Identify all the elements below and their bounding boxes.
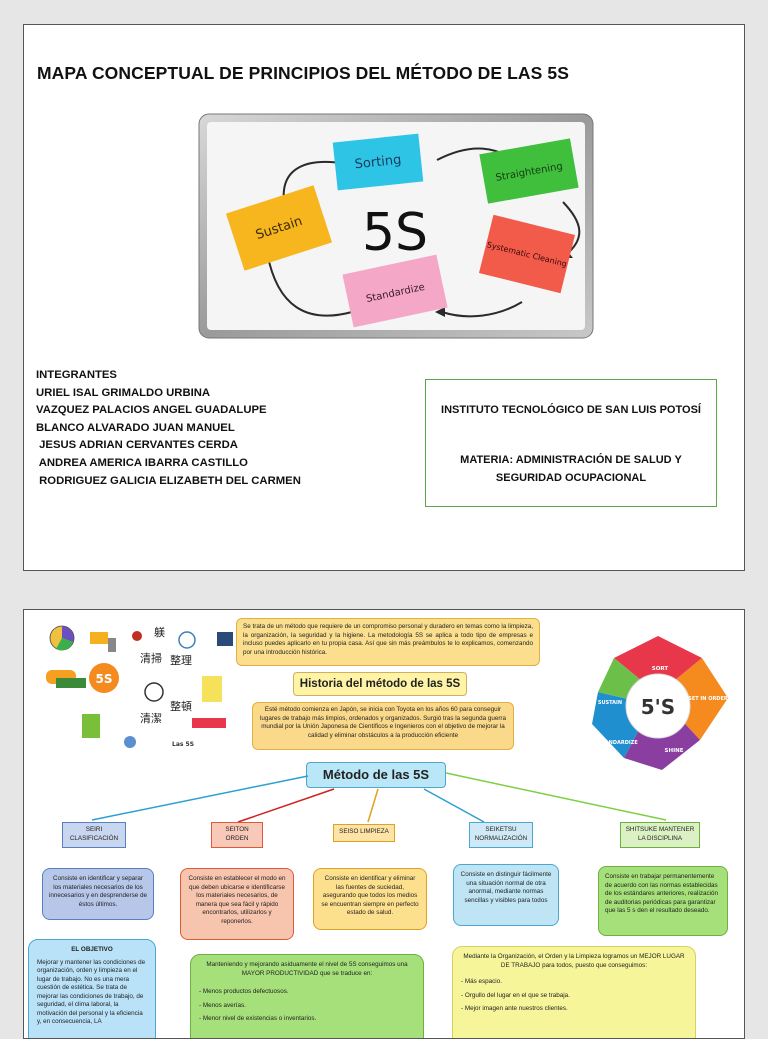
historia-text: Esté método comienza en Japón, se inicia…: [252, 702, 514, 750]
svg-text:整頓: 整頓: [170, 699, 192, 713]
page-title: MAPA CONCEPTUAL DE PRINCIPIOS DEL MÉTODO…: [37, 63, 570, 83]
svg-text:整理: 整理: [170, 653, 192, 667]
productividad-box: Manteniendo y mejorando asiduamente el n…: [190, 954, 424, 1038]
svg-text:5S: 5S: [96, 672, 113, 686]
institute-box: INSTITUTO TECNOLÓGICO DE SAN LUIS POTOSÍ…: [425, 379, 717, 507]
objetivo-box: EL OBJETIVO Mejorar y mantener las condi…: [28, 939, 156, 1038]
mejor-intro: Mediante la Organización, el Orden y la …: [463, 953, 685, 969]
member-name: URIEL ISAL GRIMALDO URBINA: [36, 386, 211, 399]
svg-text:STANDARDIZE: STANDARDIZE: [598, 740, 638, 746]
list-item: - Más espacio.: [461, 978, 502, 985]
svg-text:清掃: 清掃: [140, 651, 162, 665]
member-name: VAZQUEZ PALACIOS ANGEL GUADALUPE: [36, 404, 267, 417]
whiteboard-image: Sorting Straightening Systematic Cleanin…: [198, 113, 594, 339]
members-heading: INTEGRANTES: [36, 369, 117, 381]
members-list: INTEGRANTES URIEL ISAL GRIMALDO URBINA V…: [36, 367, 301, 490]
note-sustain: Sustain: [225, 185, 333, 271]
category-shitsuke: SHITSUKE MANTENER LA DISCIPLINA: [620, 822, 700, 848]
svg-text:5'S: 5'S: [641, 695, 675, 719]
note-systematic-cleaning: Systematic Cleaning: [478, 214, 576, 294]
desc-seiketsu: Consiste en distinguir fácilmente una si…: [453, 864, 559, 926]
list-item: - Orgullo del lugar en el que se trabaja…: [461, 991, 570, 999]
member-name: ANDREA AMERICA IBARRA CASTILLO: [36, 456, 248, 469]
slide-concept-map: 5S 清掃 躾 整理 整頓 清潔 Las 5S Se trata de un m…: [23, 609, 745, 1039]
desc-seiso: Consiste en identificar y eliminar las f…: [313, 868, 427, 930]
svg-text:Las 5S: Las 5S: [172, 741, 194, 748]
svg-text:SET IN ORDER: SET IN ORDER: [688, 696, 728, 702]
5s-wheel-image: 5'S SORT SET IN ORDER SHINE STANDARDIZE …: [592, 636, 728, 770]
desc-seiton: Consiste en establecer el modo en que de…: [180, 868, 294, 940]
note-standardize: Standardize: [342, 254, 448, 328]
member-name: BLANCO ALVARADO JUAN MANUEL: [36, 421, 235, 434]
objetivo-text: Mejorar y mantener las condiciones de or…: [37, 958, 146, 1026]
productividad-intro: Manteniendo y mejorando asiduamente el n…: [206, 961, 408, 977]
category-seiso: SEISO LIMPIEZA: [333, 824, 395, 842]
svg-text:SUSTAIN: SUSTAIN: [598, 700, 622, 706]
note-sorting: Sorting: [332, 133, 424, 191]
category-seiketsu: SEIKETSU NORMALIZACIÓN: [469, 822, 533, 848]
desc-seiri: Consiste en identificar y separar los ma…: [42, 868, 154, 920]
institute-name: INSTITUTO TECNOLÓGICO DE SAN LUIS POTOSÍ: [441, 404, 701, 416]
list-item: - Menos productos defectuosos.: [199, 988, 289, 995]
list-item: - Menos averías.: [199, 1001, 246, 1009]
whiteboard-5s: 5S: [362, 203, 428, 263]
note-straightening: Straightening: [479, 138, 579, 204]
category-seiri: SEIRI CLASIFICACIÓN: [62, 822, 126, 848]
slide-cover: MAPA CONCEPTUAL DE PRINCIPIOS DEL MÉTODO…: [23, 24, 745, 571]
svg-text:SHINE: SHINE: [665, 748, 684, 754]
svg-text:躾: 躾: [154, 625, 165, 639]
svg-text:Sorting: Sorting: [354, 153, 402, 173]
list-item: - Menor nivel de existencias o inventari…: [199, 1015, 317, 1022]
subject-line-1: MATERIA: ADMINISTRACIÓN DE SALUD Y: [460, 454, 682, 466]
metodo-title: Método de las 5S: [306, 762, 446, 788]
svg-text:清潔: 清潔: [140, 711, 162, 725]
svg-text:SORT: SORT: [652, 666, 669, 672]
category-seiton: SEITON ORDEN: [211, 822, 263, 848]
member-name: RODRIGUEZ GALICIA ELIZABETH DEL CARMEN: [36, 474, 301, 487]
objetivo-title: EL OBJETIVO: [71, 946, 113, 953]
list-item: - Mejor imagen ante nuestros clientes.: [461, 1005, 568, 1012]
desc-shitsuke: Consiste en trabajar permanentemente de …: [598, 866, 728, 936]
subject-line-2: SEGURIDAD OCUPACIONAL: [495, 472, 647, 484]
historia-title: Historia del método de las 5S: [293, 672, 467, 696]
mejor-lugar-box: Mediante la Organización, el Orden y la …: [452, 946, 696, 1038]
member-name: JESUS ADRIAN CERVANTES CERDA: [36, 439, 238, 452]
intro-text: Se trata de un método que requiere de un…: [236, 618, 540, 666]
5s-collage-image: 5S 清掃 躾 整理 整頓 清潔 Las 5S: [46, 625, 233, 748]
